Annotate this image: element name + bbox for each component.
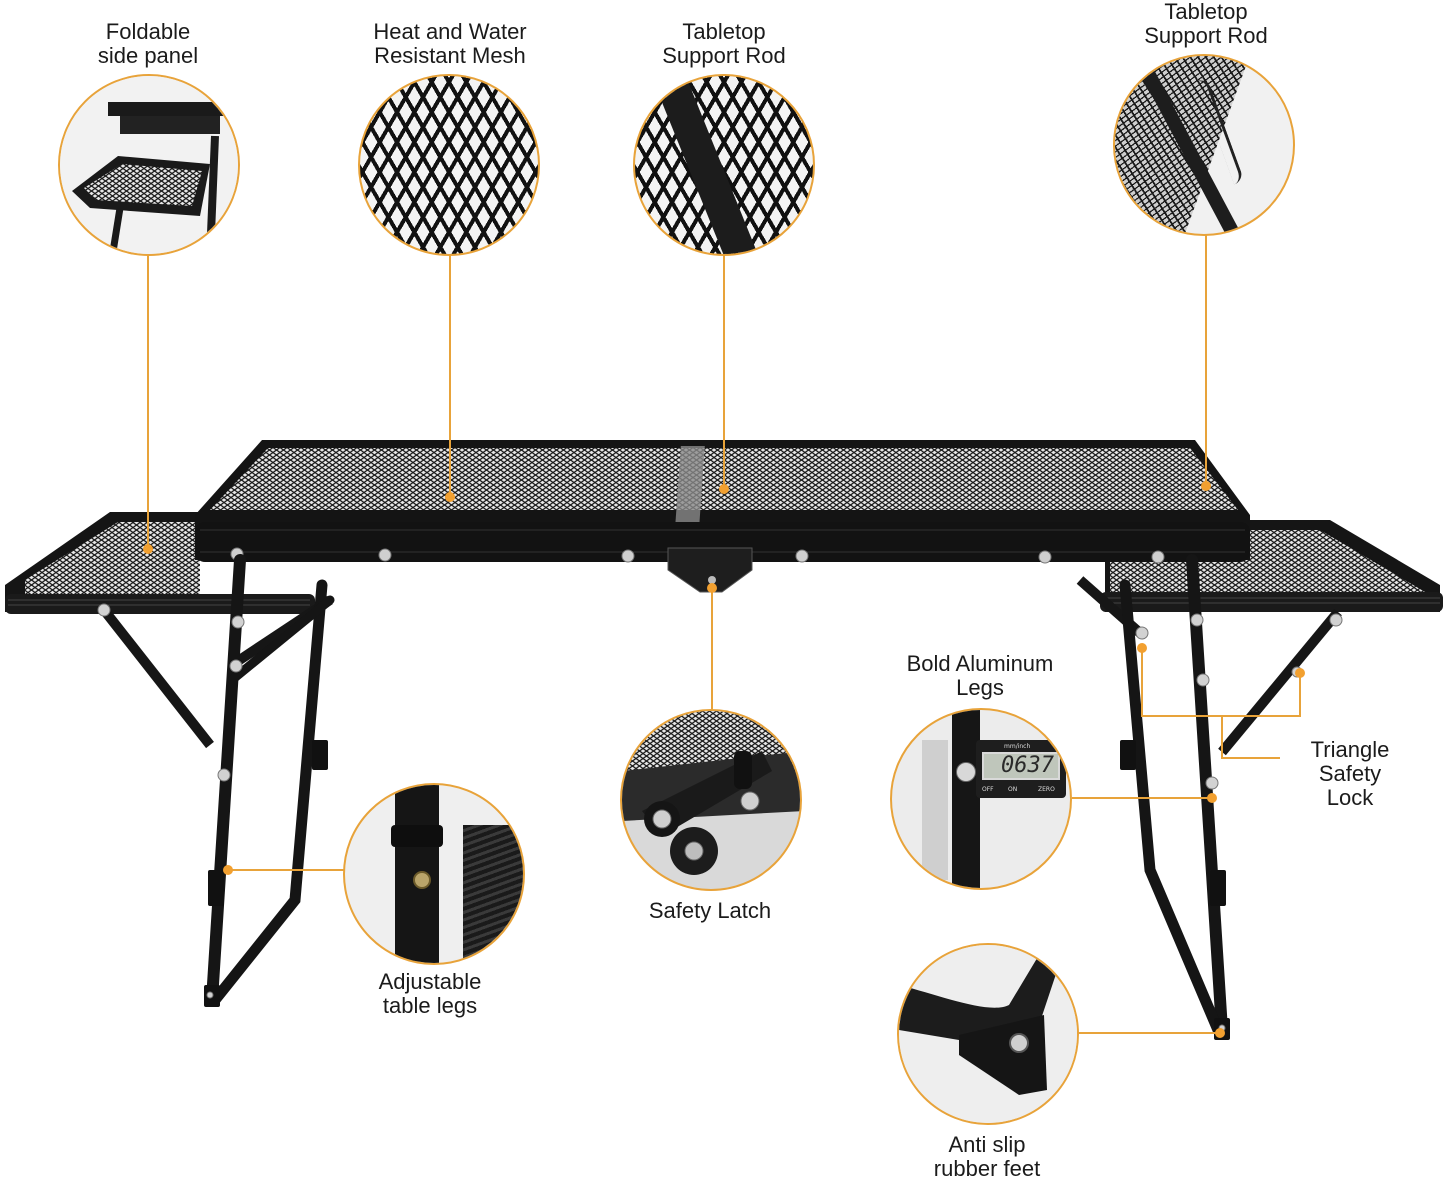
detail-aluminum-legs: mm/inch 0637 OFF ON ZERO (890, 708, 1072, 890)
detail-foldable-side-panel (58, 74, 240, 256)
label-aluminum-legs: Bold Aluminum Legs (906, 651, 1054, 700)
label-mesh: Heat and Water Resistant Mesh (373, 19, 527, 68)
detail-rubber-feet (897, 943, 1079, 1125)
detail-support-rod-center (633, 74, 815, 256)
detail-safety-latch (620, 709, 802, 891)
digital-caliper: mm/inch 0637 OFF ON ZERO (976, 740, 1066, 798)
caliper-display: 0637 (982, 752, 1060, 780)
label-adjustable-legs: Adjustable table legs (378, 969, 482, 1018)
label-rubber-feet: Anti slip rubber feet (933, 1132, 1041, 1181)
tabletop (195, 440, 1250, 593)
label-safety-latch: Safety Latch (648, 898, 772, 923)
left-side-panel (5, 512, 333, 749)
detail-adjustable-legs (343, 783, 525, 965)
detail-support-rod-right (1113, 54, 1295, 236)
label-support-rod-right: Tabletop Support Rod (1144, 0, 1268, 48)
label-foldable-side-panel: Foldable side panel (97, 19, 199, 68)
label-triangle-lock: Triangle Safety Lock (1310, 737, 1390, 810)
callout-leaders (147, 232, 1301, 1034)
callout-dots (143, 481, 1305, 1038)
detail-mesh (358, 74, 540, 256)
label-support-rod-center: Tabletop Support Rod (662, 19, 786, 68)
